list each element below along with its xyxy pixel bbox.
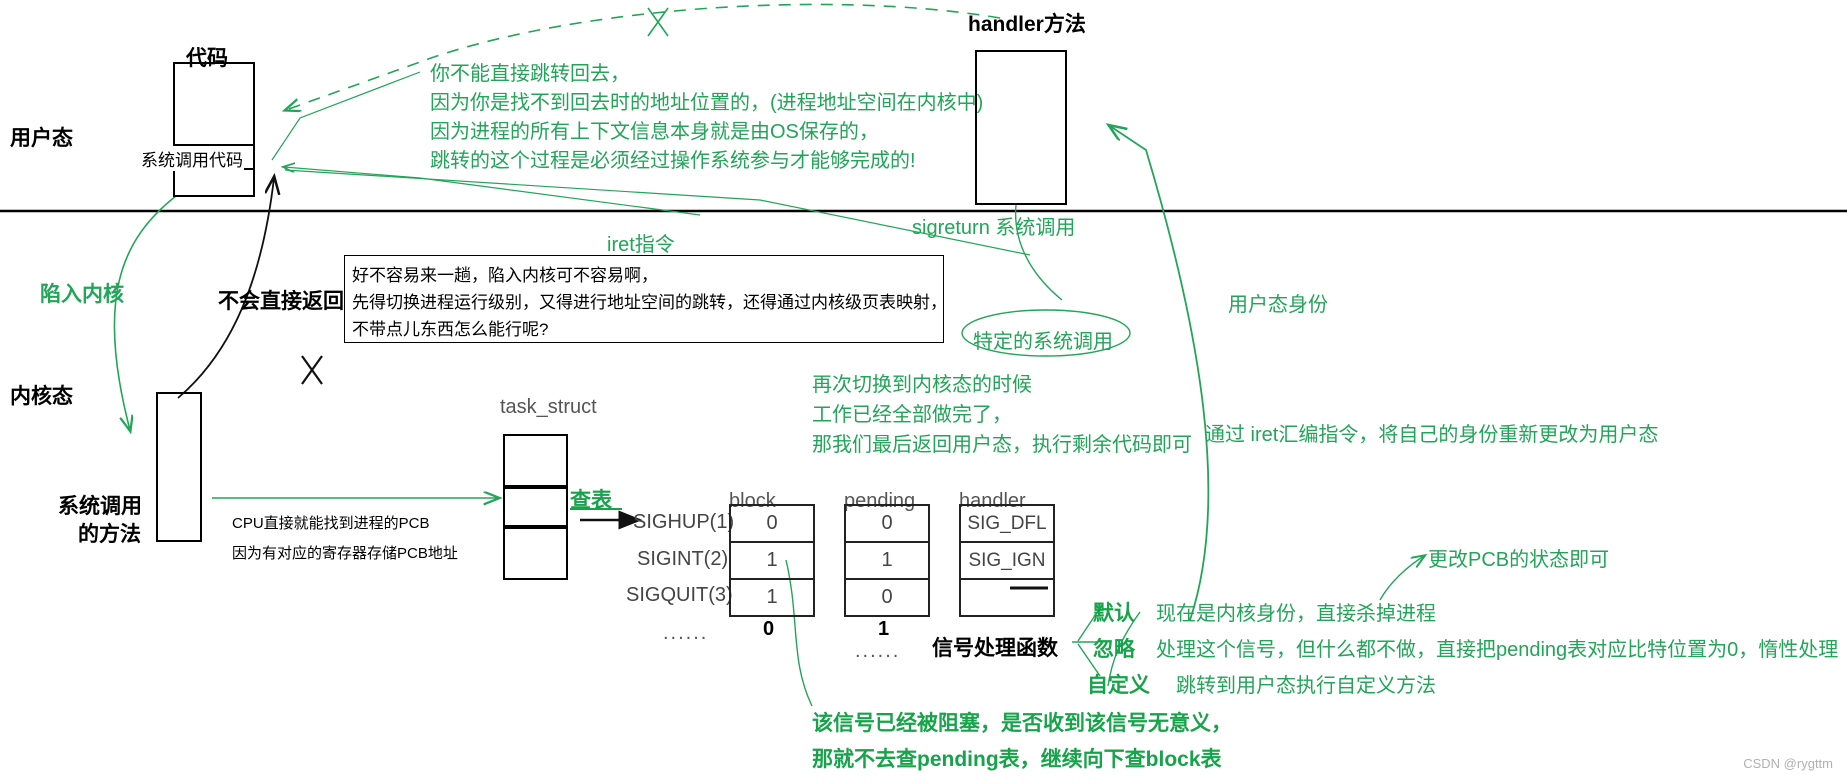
user-identity-label: 用户态身份 xyxy=(1228,294,1328,316)
table-row: 0 xyxy=(844,578,930,617)
task-struct-cell-1 xyxy=(503,434,568,487)
block-cell-ellipsis: 0 xyxy=(763,618,775,640)
green-note-mid-line-3: 那我们最后返回用户态，执行剩余代码即可 xyxy=(812,434,1192,456)
syscall-method-label-2: 的方法 xyxy=(78,523,141,546)
change-pcb-note: 更改PCB的状态即可 xyxy=(1428,549,1610,571)
pending-cell-1: 1 xyxy=(844,541,930,580)
handler-box-title: handler方法 xyxy=(968,13,1086,36)
kernel-note-line-2: 先得切换进程运行级别，又得进行地址空间的跳转，还得通过内核级页表映射， xyxy=(352,293,947,312)
handler-cell-0: SIG_DFL xyxy=(959,504,1055,543)
trap-into-kernel-label: 陷入内核 xyxy=(40,283,124,306)
task-struct-cell-3 xyxy=(503,527,568,580)
bottom-note-line-1: 该信号已经被阻塞，是否收到该信号无意义， xyxy=(812,712,1232,735)
table-row xyxy=(959,578,1055,617)
kernel-note-line-1: 好不容易来一趟，陷入内核可不容易啊， xyxy=(352,266,658,285)
kernel-syscall-box xyxy=(156,392,202,542)
green-note-mid-line-1: 再次切换到内核态的时候 xyxy=(812,374,1032,396)
lookup-table-label: 查表 xyxy=(570,489,612,512)
block-cell-1: 1 xyxy=(729,541,815,580)
green-note-mid-line-2: 工作已经全部做完了， xyxy=(812,404,1012,426)
green-note-top-line-4: 跳转的这个过程是必须经过操作系统参与才能够完成的! xyxy=(430,150,916,172)
signal-name-0: SIGHUP(1) xyxy=(633,511,735,533)
table-row: 1 xyxy=(844,541,930,580)
table-row: 1 xyxy=(729,578,815,617)
green-note-top-line-3: 因为进程的所有上下文信息本身就是由OS保存的， xyxy=(430,121,879,143)
kernel-note-box xyxy=(344,255,944,343)
green-note-top: 你不能直接跳转回去， 因为你是找不到回去时的地址位置的，(进程地址空间在内核中)… xyxy=(430,60,983,176)
table-row: SIG_IGN xyxy=(959,541,1055,580)
pending-table: 0 1 0 xyxy=(844,504,930,617)
syscall-code-label: 系统调用代码 xyxy=(140,146,244,171)
signal-name-2: SIGQUIT(3) xyxy=(626,584,733,606)
syscall-method-label-1: 系统调用 xyxy=(58,495,142,518)
cross-mark-no-return xyxy=(301,355,323,385)
handler-option-desc-2: 跳转到用户态执行自定义方法 xyxy=(1176,675,1436,697)
table-row: 0 xyxy=(844,504,930,543)
block-table: 0 1 1 xyxy=(729,504,815,617)
handler-table: SIG_DFL SIG_IGN xyxy=(959,504,1055,617)
handler-option-name-0: 默认 xyxy=(1093,602,1135,625)
block-cell-2: 1 xyxy=(729,578,815,617)
signal-name-1: SIGINT(2) xyxy=(637,548,729,570)
handler-option-desc-0: 现在是内核身份，直接杀掉进程 xyxy=(1156,603,1436,625)
handler-option-name-2: 自定义 xyxy=(1087,674,1150,697)
pending-cell-ellipsis: 1 xyxy=(878,618,890,640)
green-note-top-line-2: 因为你是找不到回去时的地址位置的，(进程地址空间在内核中) xyxy=(430,92,984,114)
code-box xyxy=(173,62,255,197)
change-pcb-leader xyxy=(1379,556,1424,601)
task-struct-cell-2 xyxy=(503,487,568,527)
user-mode-label: 用户态 xyxy=(10,127,73,150)
watermark: CSDN @rygttm xyxy=(1743,756,1833,771)
kernel-mode-label: 内核态 xyxy=(10,385,73,408)
no-direct-return-label: 不会直接返回 xyxy=(218,290,344,313)
pending-dots: ...... xyxy=(855,640,901,662)
bottom-note-line-2: 那就不去查pending表，继续向下查block表 xyxy=(812,748,1222,771)
green-note-mid: 再次切换到内核态的时候 工作已经全部做完了， 那我们最后返回用户态，执行剩余代码… xyxy=(812,370,1192,460)
lookup-table-underline xyxy=(570,508,622,510)
cpu-note-line-1: CPU直接就能找到进程的PCB xyxy=(232,515,430,532)
block-cell-0: 0 xyxy=(729,504,815,543)
pending-cell-2: 0 xyxy=(844,578,930,617)
signal-name-ellipsis: ...... xyxy=(663,622,709,644)
signal-handler-func-label: 信号处理函数 xyxy=(932,637,1058,660)
handler-option-name-1: 忽略 xyxy=(1093,638,1135,661)
table-row: 1 xyxy=(729,541,815,580)
handler-option-desc-1: 处理这个信号，但什么都不做，直接把pending表对应比特位置为0，惰性处理 xyxy=(1156,639,1839,661)
bottom-note: 该信号已经被阻塞，是否收到该信号无意义， 那就不去查pending表，继续向下查… xyxy=(812,706,1232,778)
cpu-note-line-2: 因为有对应的寄存器存储PCB地址 xyxy=(232,545,458,562)
green-note-top-line-1: 你不能直接跳转回去， xyxy=(430,63,630,85)
handler-cell-2 xyxy=(959,578,1055,617)
table-row: SIG_DFL xyxy=(959,504,1055,543)
kernel-note-text: 好不容易来一趟，陷入内核可不容易啊， 先得切换进程运行级别，又得进行地址空间的跳… xyxy=(352,262,947,343)
handler-cell-1: SIG_IGN xyxy=(959,541,1055,580)
cross-mark-top xyxy=(647,7,669,37)
sigreturn-label: sigreturn 系统调用 xyxy=(912,217,1076,239)
table-row: 0 xyxy=(729,504,815,543)
handler-box xyxy=(975,50,1067,205)
note-leader-upper xyxy=(271,71,421,161)
specific-syscall-label: 特定的系统调用 xyxy=(973,331,1113,353)
task-struct-label: task_struct xyxy=(500,396,597,418)
iret-instruction-label: iret指令 xyxy=(607,234,675,256)
code-box-title: 代码 xyxy=(186,47,228,70)
iret-asm-note: 通过 iret汇编指令，将自己的身份重新更改为用户态 xyxy=(1205,424,1659,446)
pending-cell-0: 0 xyxy=(844,504,930,543)
kernel-note-line-3: 不带点儿东西怎么能行呢? xyxy=(352,320,549,339)
